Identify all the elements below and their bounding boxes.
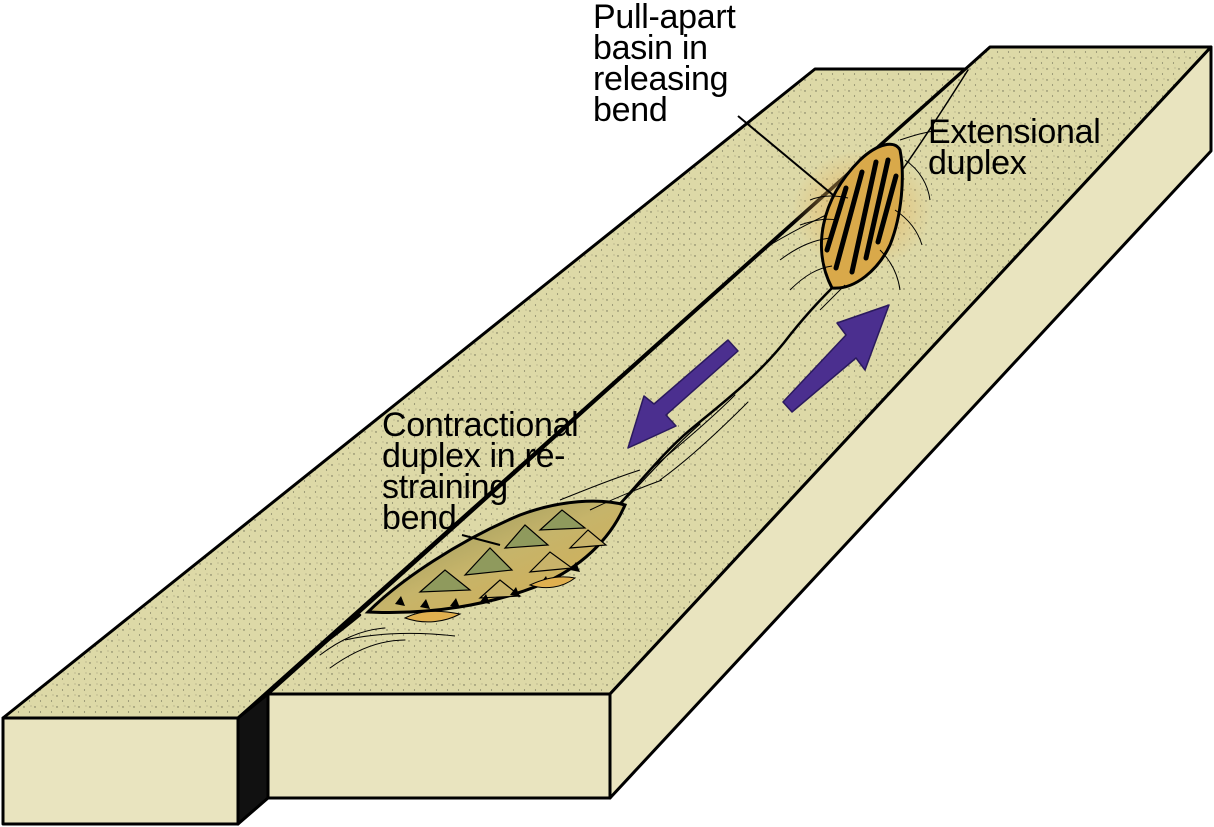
extensional-duplex-label: Extensional duplex	[928, 113, 1101, 182]
pull-apart-label-line-3: releasing	[593, 60, 729, 98]
contractional-label-line-4: bend	[382, 499, 457, 537]
contractional-duplex-label: Contractional duplex in re- straining be…	[382, 406, 579, 537]
contractional-label-line-1: Contractional	[382, 406, 579, 444]
down-left-arrow-icon	[627, 339, 739, 449]
contractional-leader-line	[461, 534, 501, 546]
pull-apart-label-line-1: Pull-apart	[593, 0, 736, 36]
left-block	[1, 67, 967, 826]
left-block-front-face	[1, 716, 240, 826]
pull-apart-label-line-2: basin in	[593, 29, 708, 67]
duplex-splay-faults	[344, 469, 663, 641]
right-block-side-face	[608, 45, 1213, 800]
contractional-label-line-3: straining	[382, 468, 508, 506]
pull-apart-basin-label: Pull-apart basin in releasing bend	[593, 0, 736, 129]
contractional-label-line-2: duplex in re-	[382, 437, 566, 475]
extensional-label-line-2: duplex	[928, 144, 1027, 182]
basin-fault-blocks	[824, 157, 899, 275]
extensional-label-line-1: Extensional	[928, 113, 1101, 151]
leader-lines	[461, 115, 834, 546]
right-block-front-face	[266, 692, 612, 800]
pull-apart-label-line-4: bend	[593, 91, 668, 129]
duplex-deformed-lenses	[403, 576, 577, 623]
pull-apart-leader-line	[737, 115, 834, 196]
pull-apart-basin	[769, 129, 941, 311]
basin-splay-faults	[769, 129, 941, 311]
up-right-arrow-icon	[782, 304, 890, 413]
duplex-thrust-sheets	[418, 509, 608, 599]
fault-gap-face	[236, 692, 270, 826]
contractional-duplex	[344, 469, 663, 641]
